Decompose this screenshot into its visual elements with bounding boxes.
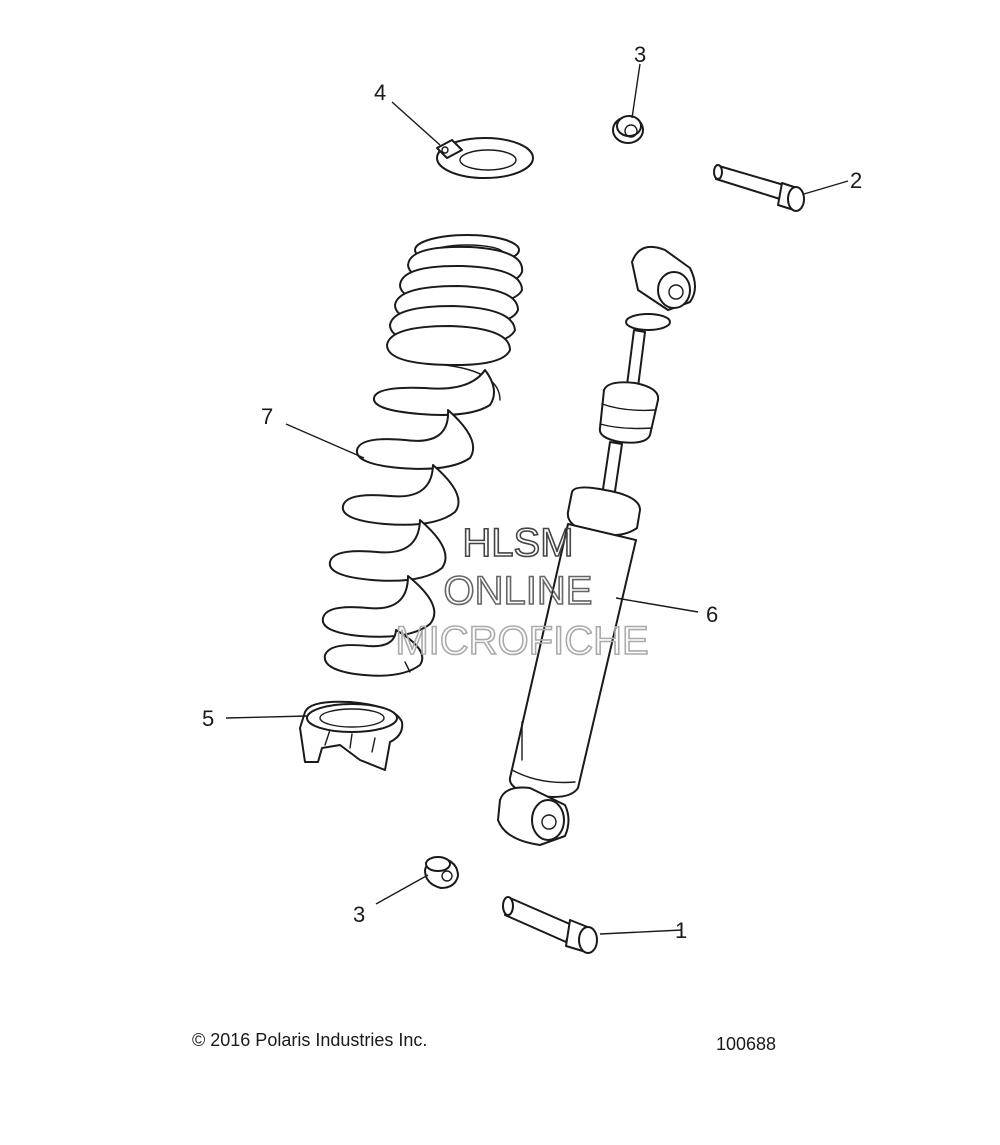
callout-5: 5 <box>202 706 214 731</box>
leader-4 <box>391 101 441 146</box>
coil-spring <box>321 234 524 677</box>
watermark-line3: MICROFICHE <box>395 619 648 663</box>
leader-3-top <box>631 63 641 119</box>
callout-2: 2 <box>850 168 862 193</box>
figure-number: 100688 <box>716 1034 777 1054</box>
callout-3-top: 3 <box>634 42 646 67</box>
leader-lines <box>225 63 849 935</box>
leader-2 <box>803 180 849 195</box>
callout-1: 1 <box>675 918 687 943</box>
leader-6 <box>615 597 699 613</box>
callout-4: 4 <box>374 80 386 105</box>
upper-spring-seat <box>436 137 534 179</box>
leader-5 <box>225 715 309 719</box>
callout-7: 7 <box>261 404 273 429</box>
callout-6: 6 <box>706 602 718 627</box>
flange-nut-bottom <box>424 856 459 889</box>
flange-nut-top <box>612 115 644 144</box>
watermark: HLSM ONLINE MICROFICHE <box>395 520 650 664</box>
watermark-line2: ONLINE <box>444 569 593 613</box>
leader-1 <box>599 929 683 935</box>
shock-absorber <box>497 246 696 846</box>
copyright-text: © 2016 Polaris Industries Inc. <box>192 1030 428 1050</box>
bolt-lower <box>502 896 598 954</box>
lower-spring-seat <box>299 700 404 771</box>
bolt-upper <box>713 164 805 212</box>
callout-3-bottom: 3 <box>353 902 365 927</box>
leader-3-bottom <box>375 874 429 905</box>
leader-7 <box>285 423 365 459</box>
watermark-line1: HLSM <box>462 521 573 565</box>
